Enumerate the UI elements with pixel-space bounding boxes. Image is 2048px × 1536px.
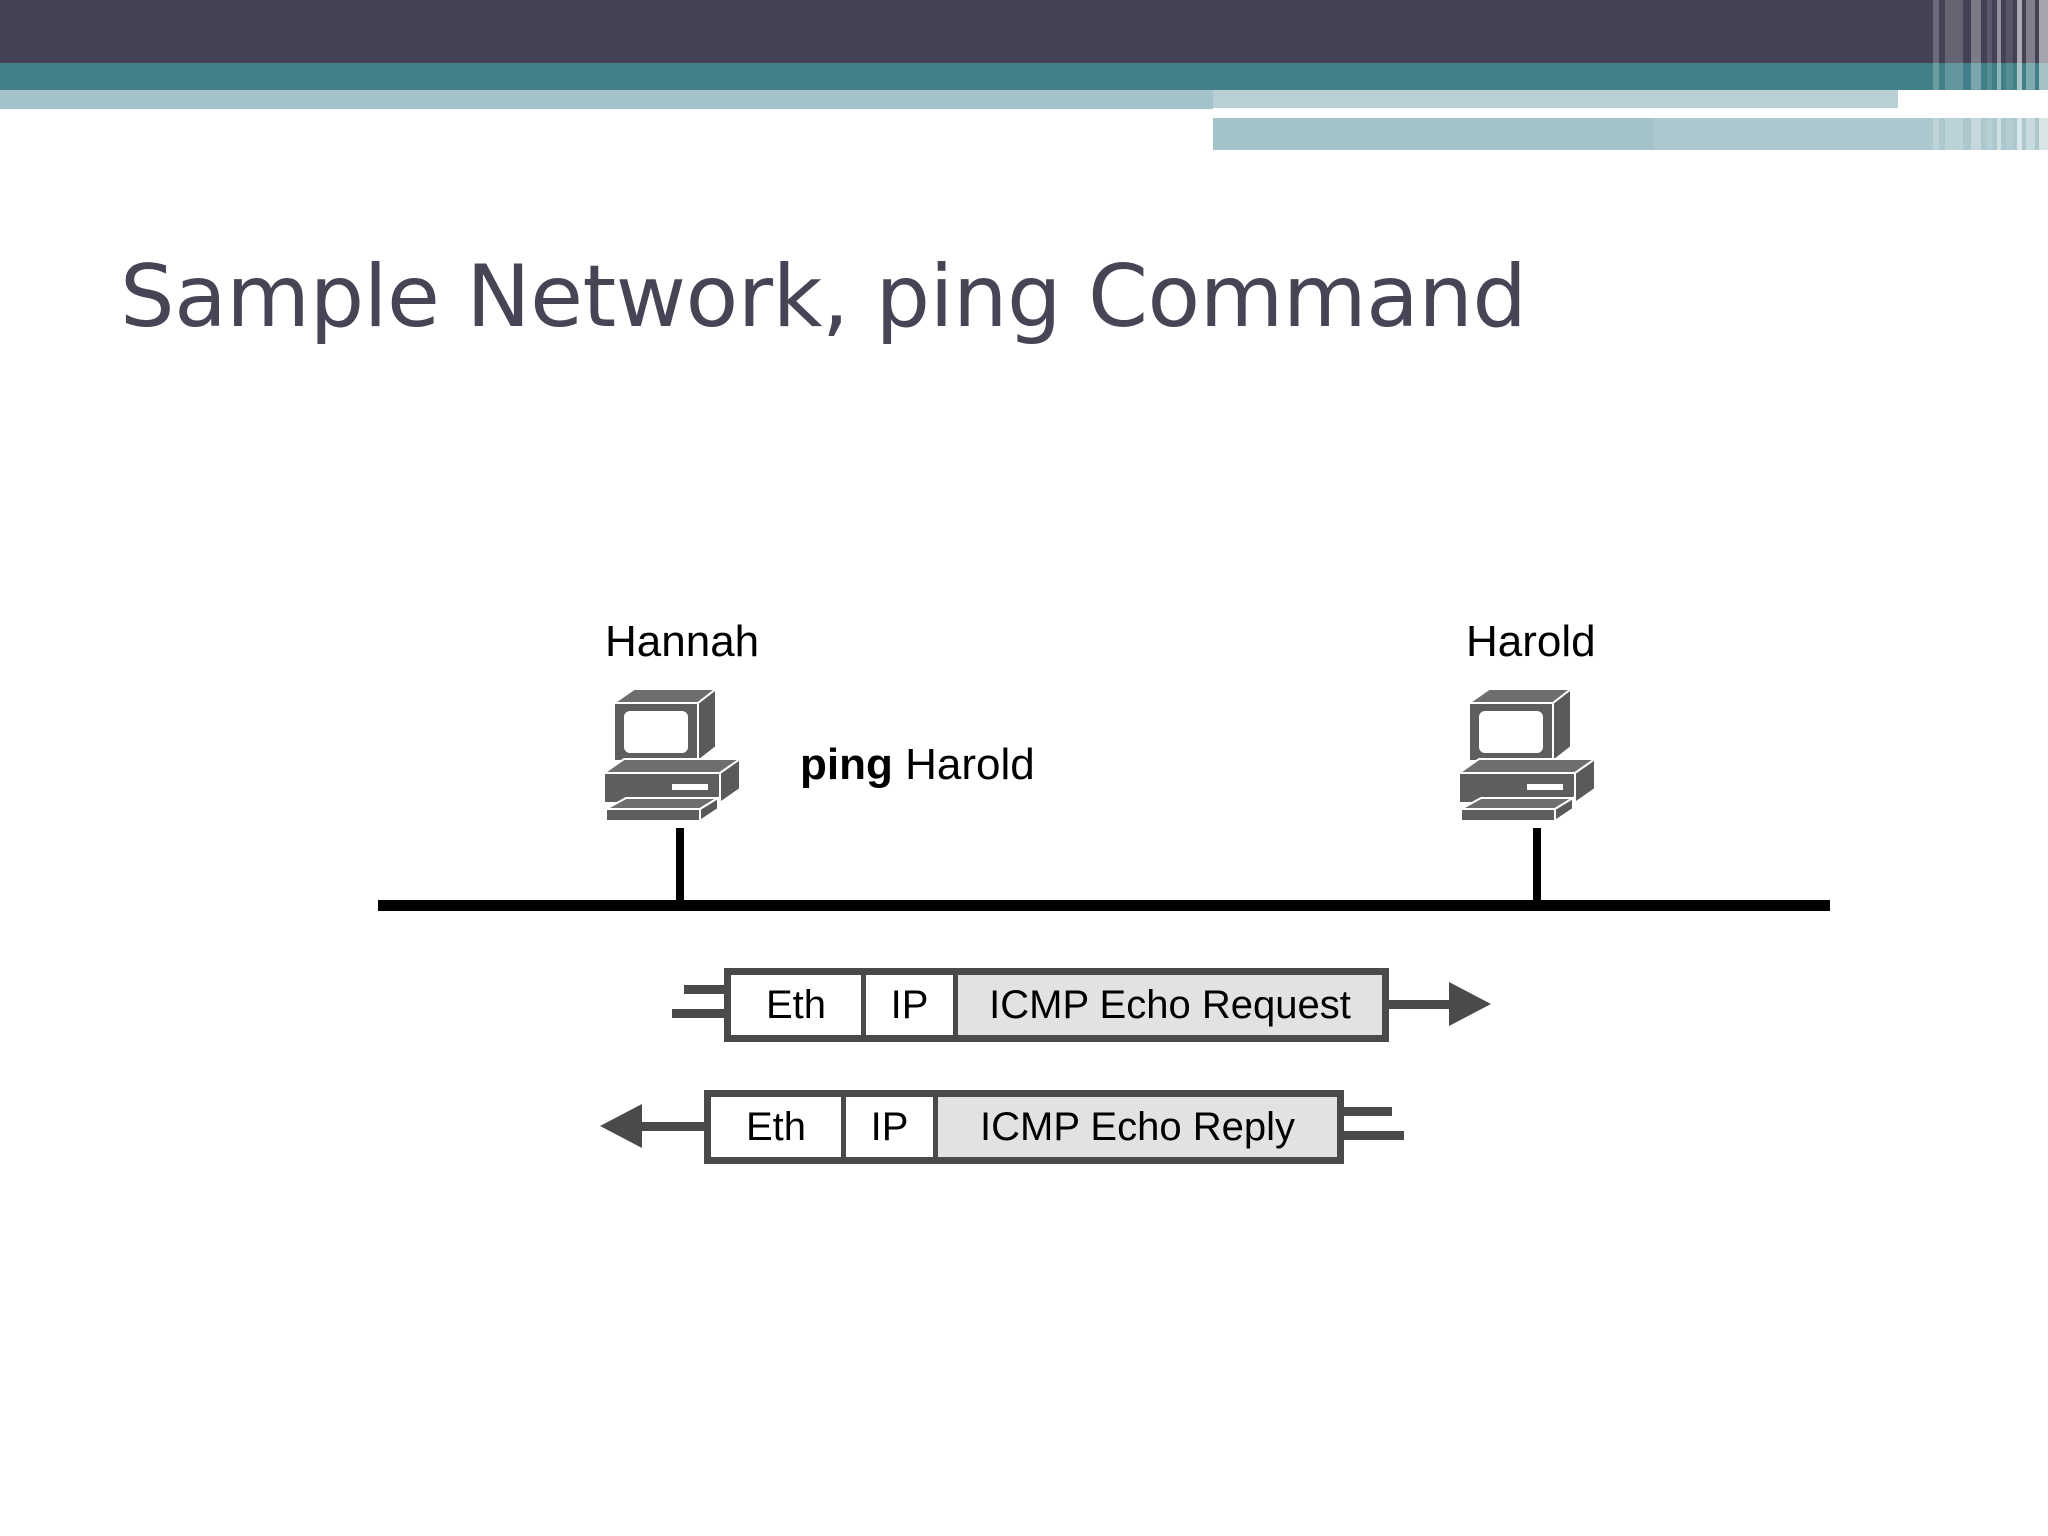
ping-keyword: ping [800, 740, 893, 789]
header-vertical-stripe [1971, 0, 1981, 150]
header-banner [0, 0, 2048, 150]
header-band-teal [0, 63, 2048, 90]
arrow-head-left-icon [600, 1104, 642, 1148]
pdu-box-reply: Eth IP ICMP Echo Reply [704, 1090, 1344, 1164]
ping-argument: Harold [892, 740, 1035, 789]
header-band-lightblue-thin [1213, 90, 1898, 108]
header-vertical-stripe [2026, 0, 2035, 150]
host-label-hannah: Hannah [605, 617, 760, 666]
pdu-field-payload: ICMP Echo Request [958, 975, 1382, 1035]
host-label-harold: Harold [1466, 617, 1596, 666]
pdu-field-ip: IP [866, 975, 958, 1035]
pdu-field-eth: Eth [731, 975, 866, 1035]
arrow-head-right-icon [1449, 982, 1491, 1026]
header-band-lightblue-thick [1213, 118, 1653, 150]
header-vertical-stripe [1945, 0, 1963, 150]
header-vertical-stripe [1933, 0, 1939, 150]
ethernet-bus-line [378, 900, 1830, 911]
computer-icon-hannah [600, 685, 790, 825]
pdu-field-payload: ICMP Echo Reply [938, 1097, 1337, 1157]
packet-tail-comb-right [1344, 1090, 1404, 1164]
pdu-field-eth: Eth [711, 1097, 846, 1157]
ping-command-label: ping Harold [800, 740, 1035, 790]
arrow-shaft-left [642, 1122, 704, 1131]
desktop-computer-icon [1455, 686, 1599, 823]
arrow-shaft-right [1389, 1000, 1449, 1009]
header-band-lightblue-left [0, 90, 1213, 109]
page-title: Sample Network, ping Command [120, 247, 1527, 347]
header-band-navy [0, 0, 2048, 63]
desktop-computer-icon [600, 686, 744, 823]
header-vertical-stripe [1987, 0, 1992, 150]
pdu-box-request: Eth IP ICMP Echo Request [724, 968, 1389, 1042]
pdu-field-ip: IP [846, 1097, 938, 1157]
header-vertical-stripe [2017, 0, 2022, 150]
drop-cable-harold [1533, 828, 1541, 900]
header-vertical-stripe [2006, 0, 2013, 150]
header-vertical-stripe [1997, 0, 2001, 150]
header-vertical-stripe [2039, 0, 2048, 150]
drop-cable-hannah [676, 828, 684, 900]
computer-icon-harold [1455, 685, 1645, 825]
packet-tail-comb-left [672, 968, 732, 1042]
